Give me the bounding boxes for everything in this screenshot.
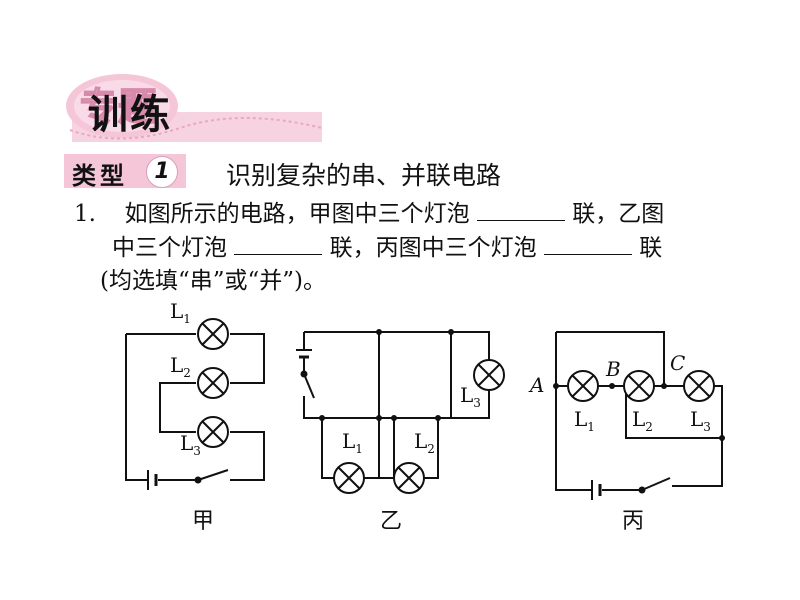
- question-line-2: 中三个灯泡 联，丙图中三个灯泡 联: [112, 232, 662, 263]
- bulb-jia-l3: [197, 416, 229, 448]
- bulb-jia-l2: [197, 367, 229, 399]
- label-yi-l3: L3: [460, 383, 481, 410]
- type-label: 类型: [72, 162, 128, 190]
- bulb-jia-l1: [197, 318, 229, 350]
- label-yi-l2: L2: [414, 429, 435, 456]
- label-jia-l1: L1: [170, 299, 191, 326]
- answer-blank-jia[interactable]: [476, 198, 565, 221]
- question-number: 1.: [74, 201, 96, 227]
- label-yi-l1: L1: [342, 429, 363, 456]
- circuit-jia: L1 L2 L3 甲: [125, 299, 265, 534]
- question-text-2a: 中三个灯泡: [112, 235, 227, 261]
- question-text-1a: 如图所示的电路，甲图中三个灯泡: [124, 201, 470, 227]
- banner-title: 训练: [88, 92, 172, 138]
- caption-jia: 甲: [192, 509, 214, 534]
- type-title: 识别复杂的串、并联电路: [226, 161, 502, 190]
- bulb-yi-l2: [393, 462, 425, 494]
- bulb-bing-l2: [623, 370, 655, 402]
- caption-bing: 丙: [622, 509, 644, 534]
- answer-blank-yi[interactable]: [234, 232, 323, 255]
- node-c: C: [670, 351, 685, 375]
- node-b: B: [605, 357, 621, 381]
- question-text-2c: 联: [639, 235, 663, 261]
- question-text-3: (均选填“串”或“并”)。: [100, 268, 326, 294]
- bulb-yi-l3: [473, 359, 505, 391]
- bulb-yi-l1: [333, 462, 365, 494]
- circuit-bing: A B C L1 L2 L3 丙: [528, 331, 725, 534]
- label-jia-l2: L2: [170, 353, 191, 380]
- bulb-bing-l1: [567, 370, 599, 402]
- label-bing-l2: L2: [632, 407, 653, 434]
- banner-tag: 专题: [80, 85, 156, 129]
- label-bing-l1: L1: [574, 407, 595, 434]
- question-text-1b: 联，乙图: [572, 201, 665, 227]
- bulb-bing-l3: [683, 370, 715, 402]
- question-line-1: 1. 如图所示的电路，甲图中三个灯泡 联，乙图: [74, 198, 664, 229]
- node-a: A: [528, 373, 544, 397]
- label-bing-l3: L3: [690, 407, 711, 434]
- question-line-3: (均选填“串”或“并”)。: [100, 266, 326, 296]
- type-number: 1: [146, 156, 178, 188]
- circuit-yi: L1 L2 L3 乙: [296, 329, 505, 534]
- question-text-2b: 联，丙图中三个灯泡: [329, 235, 537, 261]
- caption-yi: 乙: [380, 509, 402, 534]
- section-banner: 专题: [66, 74, 323, 142]
- answer-blank-bing[interactable]: [543, 232, 632, 255]
- label-jia-l3: L3: [180, 431, 201, 458]
